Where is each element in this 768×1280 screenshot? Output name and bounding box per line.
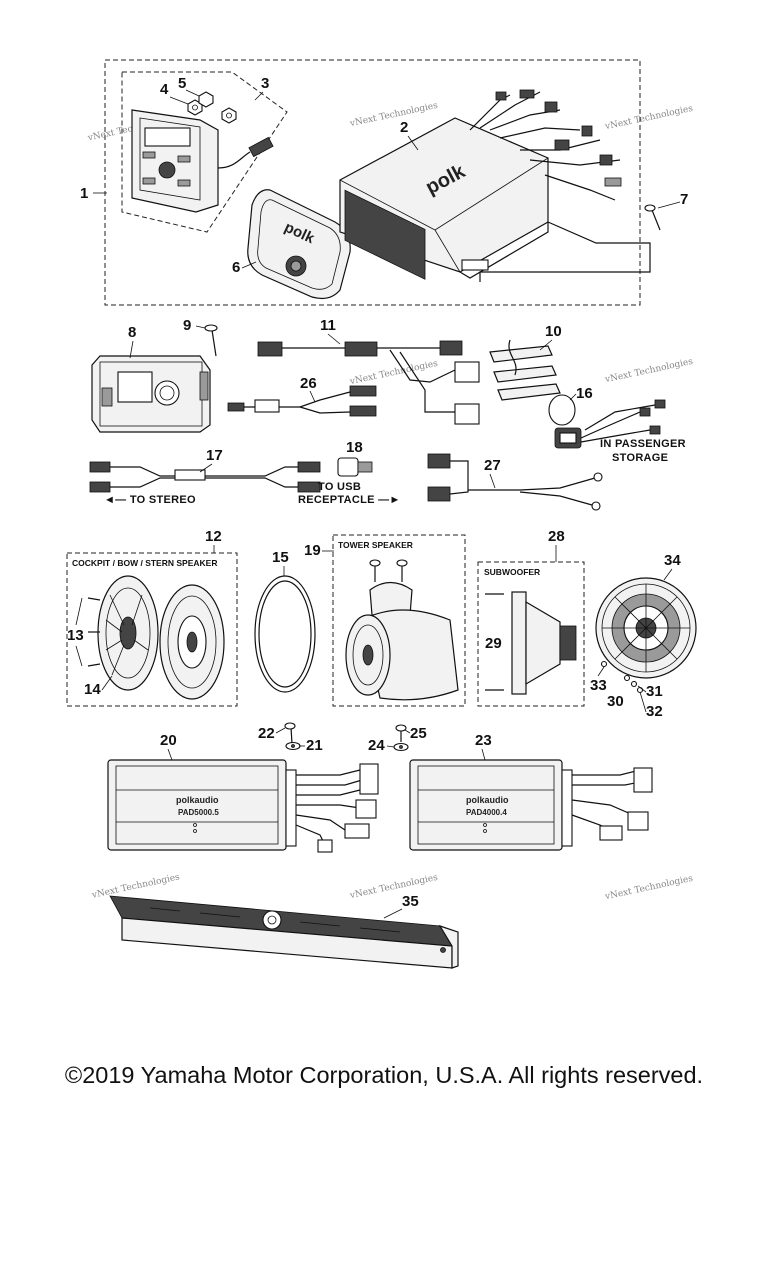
callouts-row-3: 17 18 27 ◄— TO STEREO TO USB RECEPTACLE …: [104, 439, 501, 506]
callout-19: 19: [304, 542, 321, 559]
control-head: [131, 109, 274, 213]
amplifier-23: polkaudio PAD4000.4: [409, 759, 653, 851]
speaker-34: [595, 577, 697, 694]
callout-29: 29: [485, 635, 502, 652]
callout-34: 34: [664, 552, 681, 569]
callout-15: 15: [272, 549, 289, 566]
callout-30: 30: [607, 693, 624, 710]
callout-21: 21: [306, 737, 323, 754]
usb-adapter-18: [337, 457, 373, 477]
callouts-soundbar: 35: [383, 893, 419, 919]
harness-27: [427, 453, 603, 511]
callout-33: 33: [590, 677, 607, 694]
watermark-8: vNext Technologies: [348, 873, 439, 902]
tower-speaker-label: TOWER SPEAKER: [338, 540, 413, 550]
watermark-6: vNext Technologies: [603, 357, 694, 386]
callout-16: 16: [576, 385, 593, 402]
copyright-notice: ©2019 Yamaha Motor Corporation, U.S.A. A…: [64, 1062, 704, 1088]
watermark-5: vNext Technologies: [348, 359, 439, 388]
subwoofer-28: SUBWOOFER: [477, 561, 585, 707]
callout-11: 11: [320, 317, 336, 334]
cable-17: [89, 461, 321, 493]
callout-35: 35: [402, 893, 419, 910]
to-usb-label-line2: RECEPTACLE —►: [298, 494, 401, 506]
callout-3: 3: [261, 75, 269, 92]
callout-4: 4: [160, 81, 169, 98]
callout-2: 2: [400, 119, 408, 136]
amp-23-brand: polkaudio: [466, 795, 509, 805]
cable-11: [257, 340, 480, 425]
callouts-speakers: 12 13 14 15 19 28 29 30 31 32 33 34: [67, 528, 681, 720]
amp-20-model: PAD5000.5: [178, 808, 219, 817]
callout-18: 18: [346, 439, 363, 456]
callout-8: 8: [128, 324, 136, 341]
callout-12: 12: [205, 528, 222, 545]
callouts-top: 1 2 3 4 5 6 7: [80, 75, 688, 276]
remote-housing-8: [91, 355, 211, 433]
rca-cable-26: [227, 385, 377, 417]
control-head-kit-boundary: [121, 71, 288, 233]
soundbar-35: [109, 895, 459, 969]
usb-receptacle-16: [548, 394, 666, 449]
callout-26: 26: [300, 375, 317, 392]
speaker-group-12: COCKPIT / BOW / STERN SPEAKER: [66, 552, 238, 707]
speaker-group-label: COCKPIT / BOW / STERN SPEAKER: [72, 558, 217, 568]
mounting-nuts: [187, 91, 237, 124]
watermark-3: vNext Technologies: [603, 104, 694, 133]
amp-20-brand: polkaudio: [176, 795, 219, 805]
callout-22: 22: [258, 725, 275, 742]
callout-31: 31: [646, 683, 663, 700]
callout-14: 14: [84, 681, 101, 698]
callout-23: 23: [475, 732, 492, 749]
gasket-15: [254, 575, 316, 693]
passenger-storage-line2: STORAGE: [612, 452, 668, 464]
watermark-7: vNext Technologies: [90, 872, 181, 901]
callout-17: 17: [206, 447, 223, 464]
callout-20: 20: [160, 732, 177, 749]
callout-5: 5: [178, 75, 186, 92]
harness-10: [489, 339, 561, 401]
callout-32: 32: [646, 703, 663, 720]
callout-9: 9: [183, 317, 191, 334]
screw-7: [644, 204, 661, 231]
bezel-cover: polk: [247, 189, 351, 300]
callout-7: 7: [680, 191, 688, 208]
callout-10: 10: [545, 323, 562, 340]
amp-23-model: PAD4000.4: [466, 808, 507, 817]
callout-25: 25: [410, 725, 427, 742]
callout-28: 28: [548, 528, 565, 545]
amp-hardware: [284, 722, 409, 752]
watermark-9: vNext Technologies: [603, 874, 694, 903]
subwoofer-label: SUBWOOFER: [484, 567, 540, 577]
stereo-receiver: polk: [339, 89, 651, 282]
amplifier-20: polkaudio PAD5000.5: [107, 759, 379, 853]
callout-13: 13: [67, 627, 84, 644]
callout-24: 24: [368, 737, 385, 754]
callouts-amps: 20 21 22 23 24 25: [160, 725, 492, 761]
callout-6: 6: [232, 259, 240, 276]
screw-9: [204, 324, 218, 357]
stereo-assembly-group: polk polk: [104, 59, 661, 306]
to-stereo-label: ◄— TO STEREO: [104, 494, 196, 506]
callout-27: 27: [484, 457, 501, 474]
watermark-2: vNext Technologies: [348, 101, 439, 130]
assembly-boundary: [104, 59, 641, 306]
callouts-row-2: 8 9 10 11 16 26 IN PASSENGER STORAGE: [128, 317, 686, 464]
to-usb-label-line1: TO USB: [318, 481, 361, 493]
callout-1: 1: [80, 185, 88, 202]
passenger-storage-line1: IN PASSENGER: [600, 438, 686, 450]
tower-speaker-19: TOWER SPEAKER: [332, 534, 466, 707]
